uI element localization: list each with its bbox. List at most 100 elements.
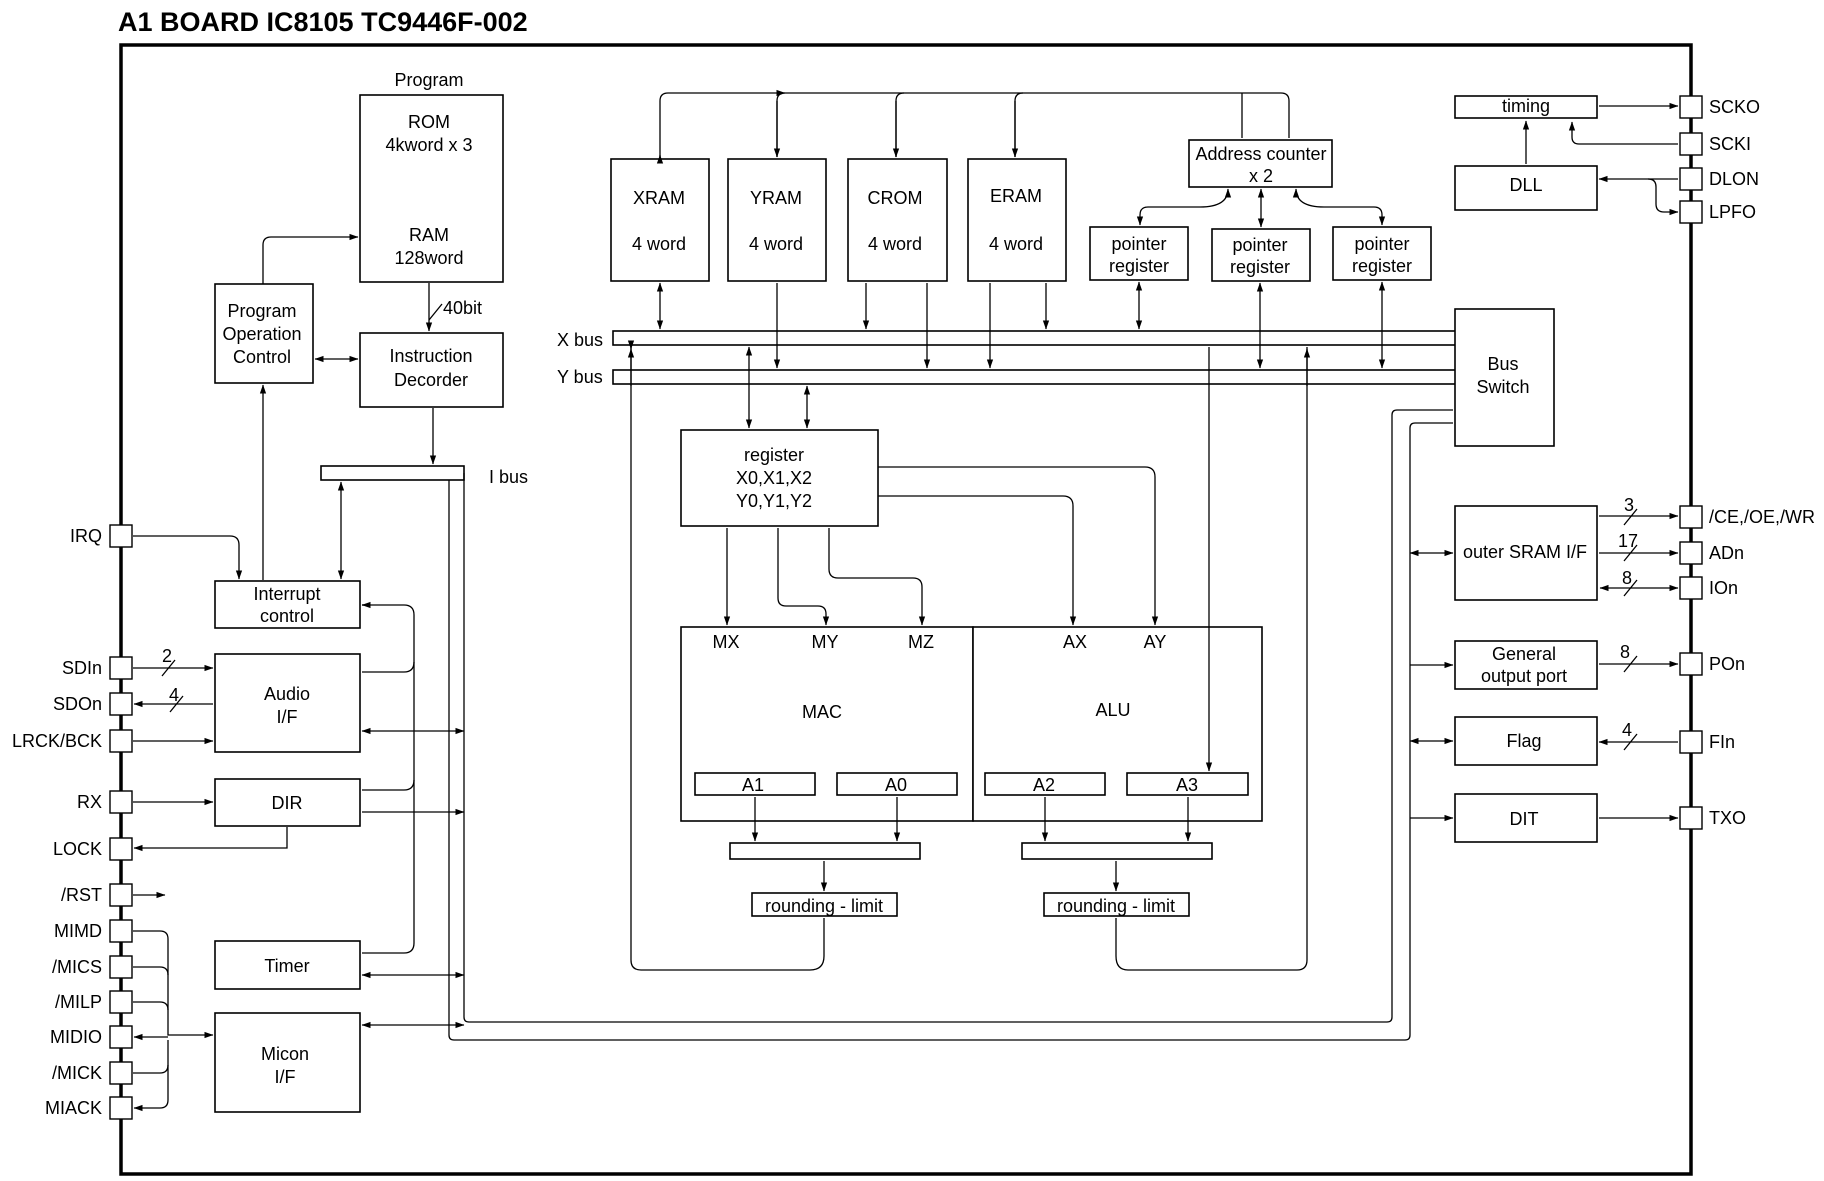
mac-rounding-limit: rounding - limit (751, 892, 898, 917)
accumulator-a0 (836, 772, 958, 796)
i-bus-label: I bus (489, 467, 528, 487)
audio-label-1: Audio (264, 684, 310, 704)
pin-midio (109, 1025, 133, 1049)
pointer-register-3-label-1: pointer (1354, 234, 1409, 254)
instruction-decoder-block: Instruction Decorder (359, 332, 504, 408)
dll-block: DLL (1454, 165, 1598, 211)
pin-adn (1679, 541, 1703, 565)
timer-label: Timer (264, 956, 309, 976)
poc-label-3: Control (233, 347, 291, 367)
pin-irq-label: IRQ (70, 526, 102, 546)
address-counter-label: Address counter (1195, 144, 1326, 164)
left-pins: IRQ SDIn SDOn LRCK/BCK RX LOCK /RST MIMD… (12, 524, 133, 1120)
crom-size-label: 4 word (868, 234, 922, 254)
sdin-width: 2 (162, 646, 172, 666)
pin-miack (109, 1096, 133, 1120)
xram-label: XRAM (633, 188, 685, 208)
pin-lrck-bck (109, 729, 133, 753)
instruction-width-40bit: 40bit (443, 298, 482, 318)
pin-milp (109, 990, 133, 1014)
pin-lpfo (1679, 200, 1703, 224)
mac-block: MX MY MZ MAC A1 A0 (680, 626, 974, 822)
pin-rst-label: /RST (61, 885, 102, 905)
pin-adn-label: ADn (1709, 543, 1744, 563)
pin-mics (109, 955, 133, 979)
audio-label-2: I/F (277, 707, 298, 727)
eram-block: ERAM 4 word (967, 158, 1067, 282)
y-bus-label: Y bus (557, 367, 603, 387)
pointer-register-3: pointer register (1332, 226, 1432, 281)
eram-label: ERAM (990, 186, 1042, 206)
gop-label-2: output port (1481, 666, 1567, 686)
crom-label: CROM (868, 188, 923, 208)
accumulator-a2 (984, 772, 1106, 796)
timing-label: timing (1502, 96, 1550, 116)
ce-width: 3 (1624, 495, 1634, 515)
decoder-label-2: Decorder (394, 370, 468, 390)
pointer-register-2: pointer register (1211, 228, 1311, 282)
crom-block: CROM 4 word (847, 158, 948, 282)
pin-sdon (109, 692, 133, 716)
pin-scki-label: SCKI (1709, 134, 1751, 154)
pointer-register-2-label-2: register (1230, 257, 1290, 277)
pin-irq (109, 524, 133, 548)
timer-block: Timer (214, 940, 361, 990)
micon-label-2: I/F (275, 1067, 296, 1087)
register-label: register (744, 445, 804, 465)
ram-size-label: 128word (394, 248, 463, 268)
pin-dlon-label: DLON (1709, 169, 1759, 189)
a1-label: A1 (742, 775, 764, 795)
pin-dlon (1679, 167, 1703, 191)
mac-label: MAC (802, 702, 842, 722)
pin-sdin-label: SDIn (62, 658, 102, 678)
a0-label: A0 (885, 775, 907, 795)
bus-switch-label-2: Switch (1476, 377, 1529, 397)
rom-size-label: 4kword x 3 (385, 135, 472, 155)
pin-rst (109, 883, 133, 907)
pin-scko-label: SCKO (1709, 97, 1760, 117)
pin-txo (1679, 806, 1703, 830)
timing-block: timing (1454, 95, 1598, 119)
pin-mick (109, 1061, 133, 1085)
xram-block: XRAM 4 word (610, 158, 710, 282)
dir-label: DIR (272, 793, 303, 813)
pin-txo-label: TXO (1709, 808, 1746, 828)
register-y-label: Y0,Y1,Y2 (736, 491, 812, 511)
pin-fin-label: FIn (1709, 732, 1735, 752)
pin-lpfo-label: LPFO (1709, 202, 1756, 222)
mac-rounding-label: rounding - limit (765, 896, 883, 916)
register-x-label: X0,X1,X2 (736, 468, 812, 488)
accumulator-a1 (694, 772, 816, 796)
alu-rounding-label: rounding - limit (1057, 896, 1175, 916)
address-counter-block: Address counter x 2 (1188, 139, 1333, 188)
poc-label-2: Operation (222, 324, 301, 344)
bus-switch-label-1: Bus (1487, 354, 1518, 374)
program-operation-control-block: Program Operation Control (214, 283, 314, 384)
pin-ion-label: IOn (1709, 578, 1738, 598)
interrupt-control-block: Interrupt control (214, 580, 361, 629)
a3-label: A3 (1176, 775, 1198, 795)
pin-scko (1679, 95, 1703, 119)
pointer-register-1-label-1: pointer (1111, 234, 1166, 254)
alu-label: ALU (1095, 700, 1130, 720)
yram-block: YRAM 4 word (727, 158, 827, 282)
mac-output-mux (729, 842, 921, 860)
gop-label-1: General (1492, 644, 1556, 664)
flag-label: Flag (1506, 731, 1541, 751)
general-output-port-block: General output port (1454, 640, 1598, 690)
program-caption: Program (394, 70, 463, 90)
program-memory-block: ROM 4kword x 3 RAM 128word (359, 94, 504, 283)
pin-sdon-label: SDOn (53, 694, 102, 714)
sram-label: outer SRAM I/F (1463, 542, 1587, 562)
pin-miack-label: MIACK (45, 1098, 102, 1118)
pin-lock (109, 837, 133, 861)
pin-rx (109, 790, 133, 814)
y-bus (612, 369, 1457, 385)
pin-ce-oe-wr-label: /CE,/OE,/WR (1709, 507, 1815, 527)
ion-width: 8 (1622, 568, 1632, 588)
pin-mimd (109, 919, 133, 943)
pon-width: 8 (1620, 642, 1630, 662)
alu-output-mux (1021, 842, 1213, 860)
register-block: register X0,X1,X2 Y0,Y1,Y2 (680, 429, 879, 527)
